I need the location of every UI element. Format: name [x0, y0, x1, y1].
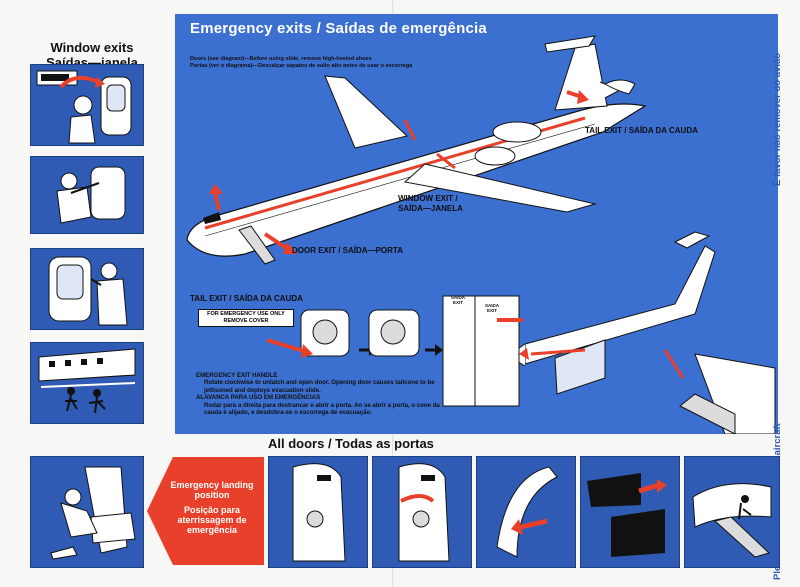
handle-text-pt: Rodar para a direita para destrancar e a…: [204, 401, 440, 417]
brace-position-illustration: [50, 466, 136, 560]
window-step-2-illustration: [56, 166, 126, 224]
window-exits-title-en: Window exits: [50, 40, 134, 55]
landing-position-text: Emergency landing position Posição para …: [166, 480, 258, 535]
doors-note: Doors (see diagram)—Before using slide, …: [190, 56, 412, 70]
doors-note-pt: Portas (ver o diagrama)—Descalçar sapato…: [190, 63, 413, 69]
door-step-4-panel: [580, 456, 680, 568]
side-notice-pt: É favor não remover do avião: [772, 52, 783, 186]
wing-lower: [403, 163, 597, 213]
window-step-1-panel: [30, 64, 144, 146]
cover-notice-line2: REMOVE COVER: [223, 318, 269, 324]
door-step-4-illustration: [587, 473, 667, 557]
tail-exit-lower-label: TAIL EXIT / SAÍDA DA CAUDA: [190, 294, 303, 303]
window-exit-label-line2: SAÍDA—JANELA: [398, 204, 463, 213]
window-step-4-illustration: [38, 348, 136, 414]
tail-exit-upper-label: TAIL EXIT / SAÍDA DA CAUDA: [585, 126, 698, 135]
wing-upper: [324, 75, 409, 149]
doors-note-en: Doors (see diagram)—Before using slide, …: [190, 56, 372, 62]
landing-position-arrow: [147, 457, 264, 565]
door-step-1-panel: [268, 456, 368, 568]
landing-position-en: Emergency landing position: [170, 480, 254, 500]
brace-position-panel: [30, 456, 144, 568]
handle-title-pt: ALAVANCA PARA USO EM EMERGÊNCIAS: [196, 394, 321, 402]
cover-notice-line1: FOR EMERGENCY USE ONLY: [207, 311, 285, 317]
aircraft-diagram: [186, 35, 776, 434]
window-step-4-panel: [30, 342, 144, 424]
cover-notice: FOR EMERGENCY USE ONLY REMOVE COVER: [198, 309, 294, 327]
handle-title-en: EMERGENCY EXIT HANDLE: [196, 372, 278, 379]
door-step-2-illustration: [398, 463, 450, 562]
window-step-2-panel: [30, 156, 144, 234]
landing-position-pt: Posição para aterrissagem de emergência: [177, 505, 247, 535]
window-step-3-panel: [30, 248, 144, 330]
door-step-1-illustration: [292, 463, 346, 562]
tail-section: [524, 245, 716, 365]
door-step-2-panel: [372, 456, 472, 568]
handle-text-en: Rotate clockwise to unlatch and open doo…: [204, 379, 435, 394]
door-step-5-illustration: [692, 483, 772, 558]
door-step-3-illustration: [496, 466, 558, 558]
door-exit-label: DOOR EXIT / SAÍDA—PORTA: [292, 246, 403, 255]
window-step-3-illustration: [48, 256, 128, 326]
exit-sign-1: SAIDA EXIT: [450, 295, 465, 305]
window-exit-label: WINDOW EXIT / SAÍDA—JANELA: [398, 194, 463, 214]
window-step-1-illustration: [36, 70, 132, 144]
red-arrow-shape: [147, 457, 264, 565]
door-step-5-panel: [684, 456, 780, 568]
handle-instructions: EMERGENCY EXIT HANDLE Rotate clockwise t…: [196, 372, 446, 416]
main-title: Emergency exits / Saídas de emergência: [190, 20, 487, 37]
exit-sign-2: SAIDA EXIT: [484, 303, 499, 313]
window-exit-label-line1: WINDOW EXIT /: [398, 194, 458, 203]
all-doors-title: All doors / Todas as portas: [268, 436, 434, 451]
door-step-3-panel: [476, 456, 576, 568]
